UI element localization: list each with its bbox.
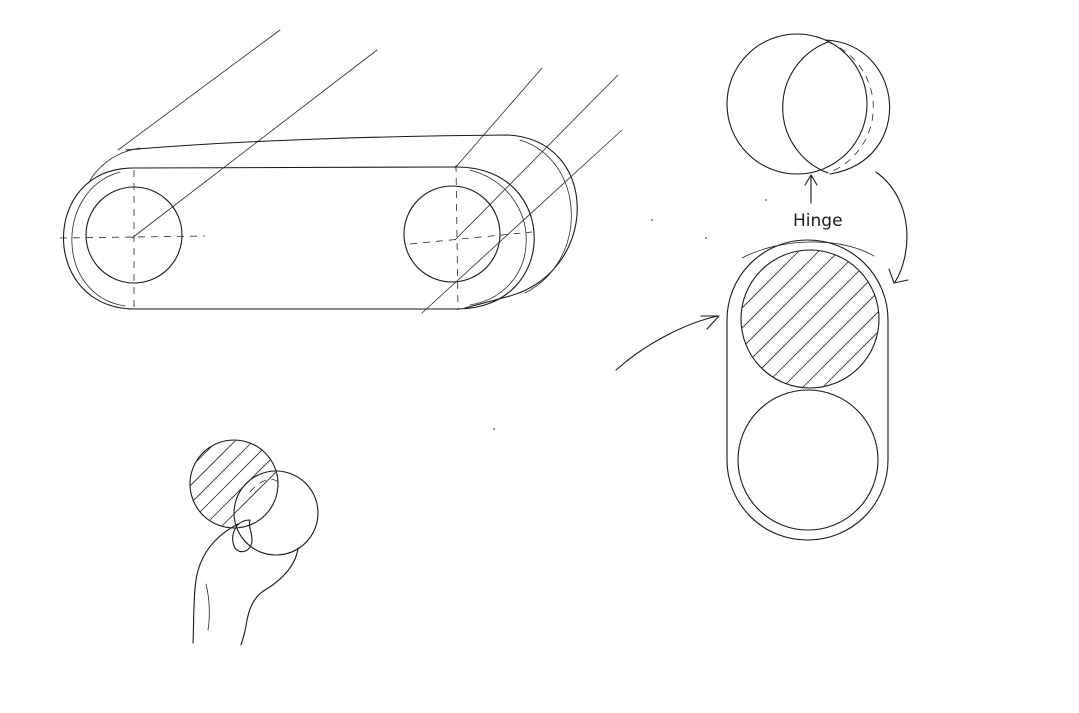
stray-dot [765, 199, 767, 201]
small-lens-inner-arc [250, 479, 280, 492]
front-lens-arc [783, 42, 828, 173]
capsule-back-edge [126, 135, 577, 308]
hinge-annotation: Hinge [793, 175, 843, 231]
depth-line-5 [422, 130, 622, 313]
top-lens-hatched [741, 250, 879, 388]
depth-line-4 [455, 75, 618, 240]
rotate-arrow [876, 172, 908, 283]
stray-dot [651, 219, 653, 221]
depth-line-1 [118, 30, 280, 150]
hinge-arrow [805, 175, 817, 203]
stray-dot [493, 428, 495, 430]
depth-line-3 [455, 68, 542, 168]
hand-outline-right [241, 548, 298, 645]
depth-line-2 [132, 50, 377, 238]
small-front-lens [234, 471, 318, 555]
stray-dot [705, 237, 707, 239]
small-lens-hatching [188, 430, 278, 526]
hand-holding-lens [188, 430, 318, 645]
top-lens-hatching [730, 240, 890, 390]
rear-lens-circle [727, 34, 867, 174]
capsule-device-front-view [727, 240, 890, 540]
hinge-label: Hinge [793, 211, 843, 231]
right-lens-circle [404, 186, 500, 282]
capsule-device-perspective [60, 30, 622, 313]
capsule-front-face-overstroke [72, 170, 526, 306]
bottom-lens-circle [738, 390, 878, 530]
pointer-arrow [616, 316, 719, 370]
capsule-back-edge-overstroke [90, 140, 571, 293]
hand-outline-left [193, 524, 238, 643]
outer-right-arc [826, 40, 890, 174]
right-lens-horizontal-guide [410, 232, 532, 244]
hand-crease [206, 584, 209, 630]
overlapping-lenses-top-view [727, 34, 890, 174]
